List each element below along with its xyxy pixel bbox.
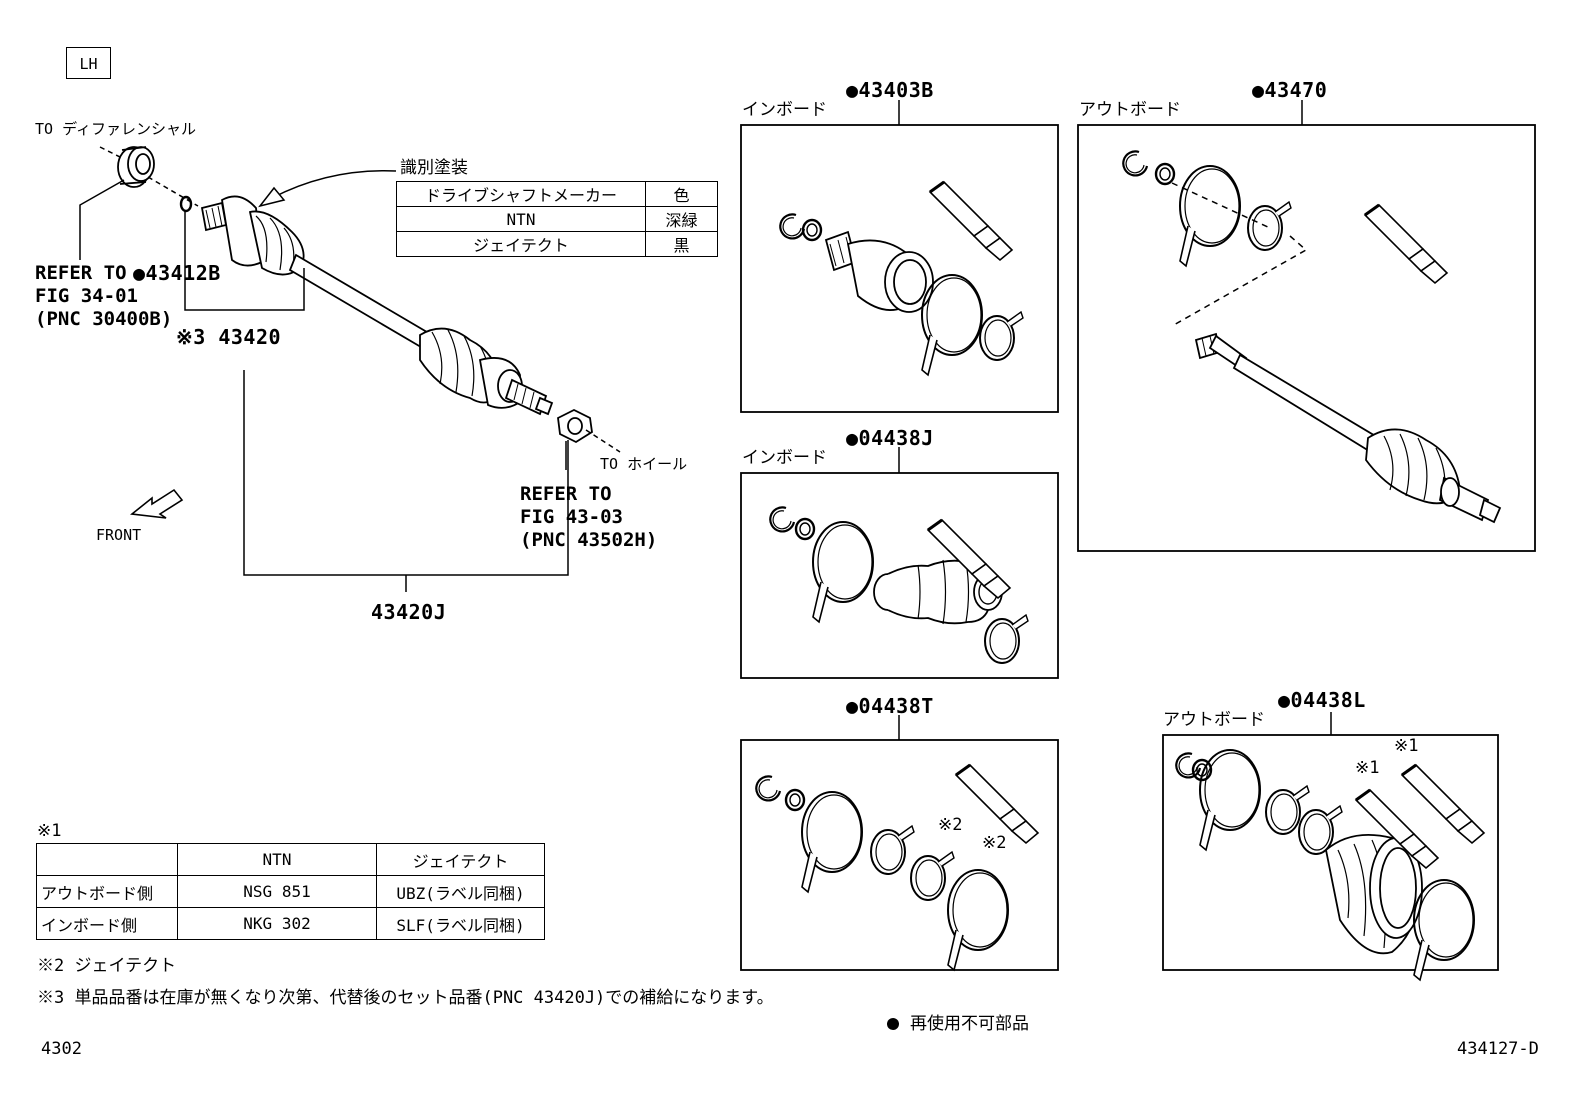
legend-text: 再使用不可部品 — [910, 1014, 1029, 1034]
part-number-43470[interactable]: ●43470 — [1252, 78, 1328, 102]
kit-04438t-parts — [755, 763, 1040, 971]
paint-header-maker: ドライブシャフトメーカー — [396, 181, 646, 207]
figure-code: 434127-D — [1457, 1039, 1539, 1059]
part-number-43403b[interactable]: ●43403B — [846, 78, 934, 102]
paint-header-color: 色 — [645, 181, 718, 207]
kit-43403b-parts — [779, 180, 1024, 376]
refer-right-line-3: (PNC 43502H) — [520, 529, 658, 551]
paint-row-2-color: 黒 — [645, 231, 718, 257]
part-number-43420[interactable]: ※3 43420 — [176, 325, 282, 349]
kit-43470-parts — [1122, 150, 1502, 524]
kit-04438l-side: アウトボード — [1163, 710, 1265, 730]
mark-1-b: ※1 — [1355, 758, 1380, 778]
paint-row-2-maker: ジェイテクト — [396, 231, 646, 257]
kit-43403b-side: インボード — [742, 100, 827, 120]
mark-2-a: ※2 — [938, 815, 963, 835]
supplier-header-ntn: NTN — [177, 843, 377, 876]
refer-left-line-3: (PNC 30400B) — [35, 308, 173, 330]
front-arrow-icon — [130, 488, 184, 519]
supplier-header-blank — [36, 843, 178, 876]
kit-43470-side: アウトボード — [1079, 100, 1181, 120]
note-2: ※2 ジェイテクト — [37, 956, 177, 976]
supplier-table-title: ※1 — [37, 821, 62, 841]
note-3: ※3 単品品番は在庫が無くなり次第、代替後のセット品番(PNC 43420J)で… — [37, 988, 774, 1008]
legend-dot-icon — [887, 1018, 899, 1030]
leader-lines — [79, 146, 621, 592]
supplier-row-2-jtekt: SLF(ラベル同梱) — [376, 907, 545, 940]
position-label-lh: LH — [66, 47, 111, 79]
supplier-row-1-jtekt: UBZ(ラベル同梱) — [376, 875, 545, 908]
supplier-row-1-side: アウトボード側 — [36, 875, 178, 908]
kit-box-04438t — [740, 739, 1059, 971]
part-number-04438j[interactable]: ●04438J — [846, 426, 934, 450]
supplier-code-table: NTN ジェイテクト アウトボード側 NSG 851 UBZ(ラベル同梱) イン… — [36, 843, 545, 940]
paint-table-title: 識別塗装 — [400, 158, 468, 178]
part-number-43412b[interactable]: ●43412B — [133, 261, 221, 285]
supplier-row-2-side: インボード側 — [36, 907, 178, 940]
part-number-04438l[interactable]: ●04438L — [1278, 688, 1366, 712]
part-number-04438t[interactable]: ●04438T — [846, 694, 934, 718]
supplier-header-jtekt: ジェイテクト — [376, 843, 545, 876]
page-number: 4302 — [41, 1039, 82, 1059]
supplier-row-1-ntn: NSG 851 — [177, 875, 377, 908]
paint-row-1-color: 深緑 — [645, 206, 718, 232]
supplier-row-2-ntn: NKG 302 — [177, 907, 377, 940]
to-wheel-label: TO ホイール — [600, 455, 688, 473]
paint-row-1-maker: NTN — [396, 206, 646, 232]
kit-box-43470 — [1077, 124, 1536, 552]
main-shaft-assembly — [117, 146, 593, 444]
kit-04438j-side: インボード — [742, 448, 827, 468]
to-differential-label: TO ディファレンシャル — [35, 120, 197, 138]
front-label: FRONT — [96, 526, 142, 544]
kit-04438l-parts — [1175, 749, 1486, 981]
refer-left-line-2: FIG 34-01 — [35, 285, 138, 307]
refer-right-line-1: REFER TO — [520, 483, 612, 505]
mark-1-a: ※1 — [1394, 736, 1419, 756]
mark-2-b: ※2 — [982, 833, 1007, 853]
refer-right-line-2: FIG 43-03 — [520, 506, 623, 528]
kit-04438j-parts — [769, 506, 1029, 664]
part-number-43420j[interactable]: 43420J — [371, 600, 447, 624]
paint-identification-table: ドライブシャフトメーカー 色 NTN 深緑 ジェイテクト 黒 — [396, 181, 718, 257]
refer-left-line-1: REFER TO — [35, 262, 127, 284]
